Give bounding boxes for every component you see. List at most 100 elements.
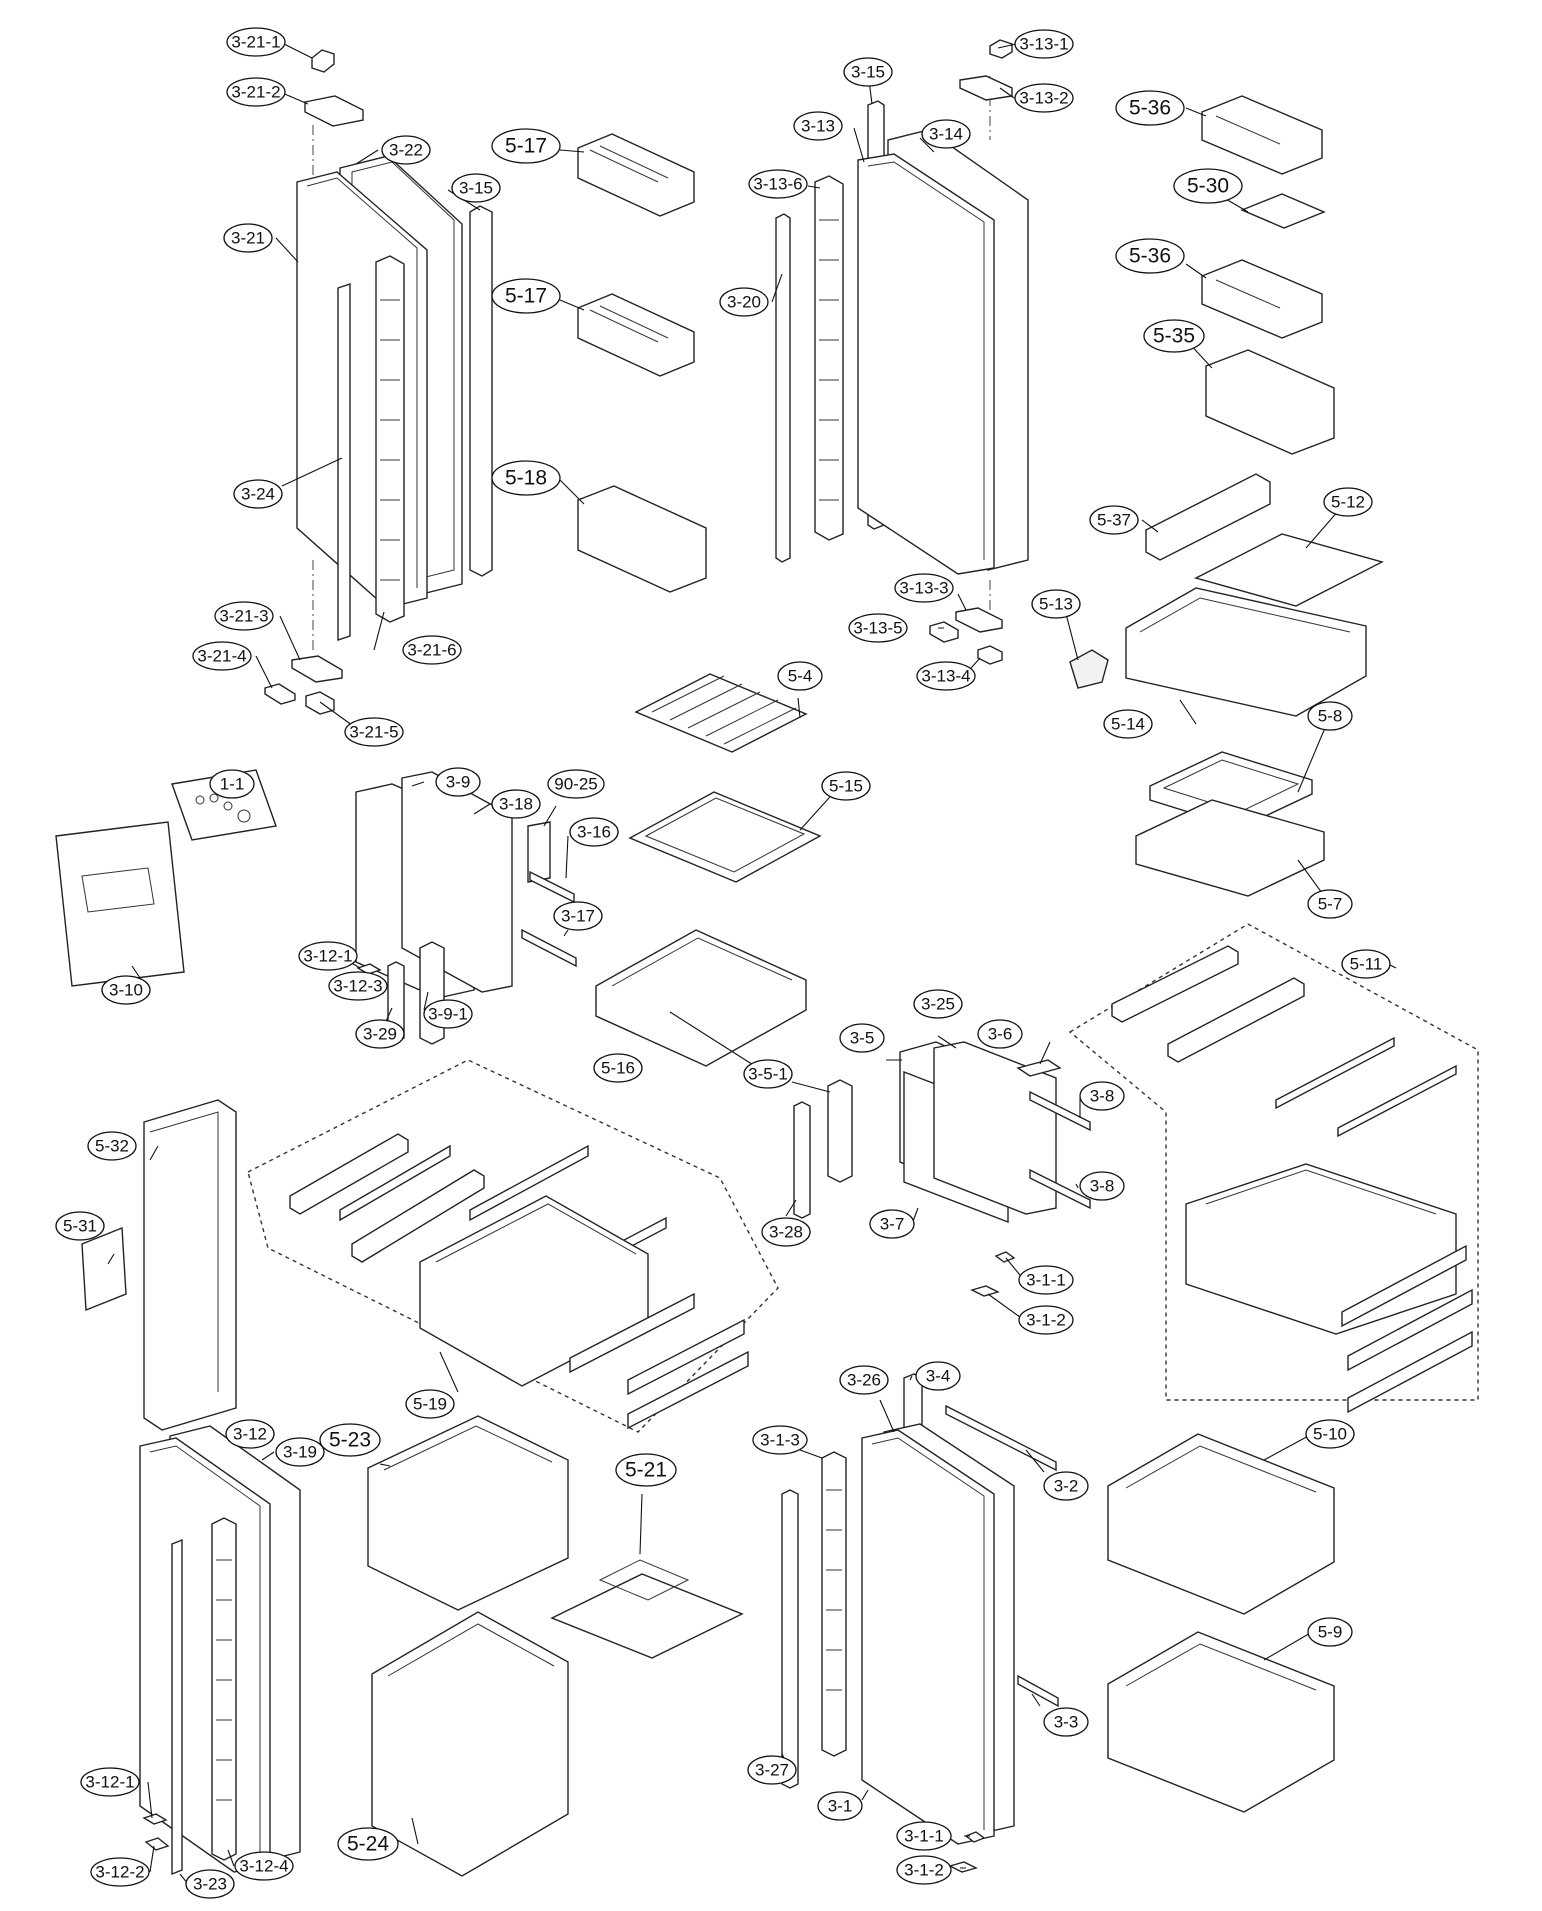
label-3-8-lower: 3-8 (1079, 1171, 1125, 1201)
dispenser-housing (81, 1099, 237, 1431)
svg-text:3-19: 3-19 (283, 1443, 317, 1462)
svg-text:3-3: 3-3 (1054, 1713, 1079, 1732)
label-3-13-6: 3-13-6 (748, 169, 808, 199)
hinge-part-3-13-5 (929, 621, 959, 643)
svg-text:3-9: 3-9 (446, 773, 471, 792)
label-5-4: 5-4 (777, 661, 823, 691)
label-5-35: 5-35 (1143, 319, 1205, 353)
hinge-part-3-13-4 (977, 645, 1003, 665)
shelves (595, 673, 822, 1067)
drawer-basket (419, 1195, 649, 1387)
label-3-15-b: 3-15 (843, 57, 893, 87)
svg-text:5-13: 5-13 (1039, 595, 1073, 614)
label-3-21-2: 3-21-2 (226, 77, 286, 107)
svg-text:5-8: 5-8 (1318, 707, 1343, 726)
label-3-1-3: 3-1-3 (752, 1425, 808, 1455)
gasket-3-25 (933, 1041, 1057, 1215)
door-bin-5-35 (1205, 349, 1335, 455)
label-3-23: 3-23 (185, 1869, 235, 1899)
label-5-36-top: 5-36 (1115, 90, 1185, 126)
slide-rail-d (569, 1292, 695, 1374)
label-3-10: 3-10 (101, 975, 151, 1005)
svg-text:3-25: 3-25 (921, 995, 955, 1014)
cover-5-31 (81, 1226, 127, 1312)
svg-text:3-12-2: 3-12-2 (95, 1863, 144, 1882)
svg-text:3-24: 3-24 (241, 485, 275, 504)
svg-text:3-27: 3-27 (755, 1761, 789, 1780)
svg-text:3-18: 3-18 (499, 795, 533, 814)
label-3-9-1: 3-9-1 (423, 999, 473, 1029)
label-3-1-2-lower: 3-1-2 (896, 1855, 952, 1885)
label-3-13-1: 3-13-1 (1014, 29, 1074, 59)
label-3-13-5: 3-13-5 (848, 613, 908, 643)
dispenser-housing-5-32 (143, 1099, 237, 1431)
svg-text:3-9-1: 3-9-1 (428, 1005, 468, 1024)
svg-text:3-1-2: 3-1-2 (904, 1861, 944, 1880)
cross-bar-a (469, 1144, 589, 1222)
svg-text:5-30: 5-30 (1187, 175, 1229, 198)
svg-text:3-13-3: 3-13-3 (899, 579, 948, 598)
door-bin-5-17-mid (577, 293, 695, 377)
svg-text:5-15: 5-15 (829, 777, 863, 796)
label-5-18: 5-18 (491, 460, 561, 496)
svg-text:90-25: 90-25 (554, 775, 597, 794)
svg-text:5-31: 5-31 (63, 1217, 97, 1236)
label-3-12-4: 3-12-4 (234, 1851, 294, 1881)
lower-right-bins (1107, 1433, 1335, 1813)
svg-text:3-7: 3-7 (880, 1215, 905, 1234)
bracket-3-6 (1016, 1059, 1062, 1077)
hinge-cap-3-13-1 (989, 39, 1013, 59)
label-3-5: 3-5 (839, 1023, 885, 1053)
label-3-7: 3-7 (869, 1209, 915, 1239)
svg-text:5-12: 5-12 (1331, 493, 1365, 512)
cover-5-12 (1194, 533, 1384, 607)
lower-right-door-assembly (781, 1373, 1059, 1873)
svg-text:5-7: 5-7 (1318, 895, 1343, 914)
svg-text:3-23: 3-23 (193, 1875, 227, 1894)
svg-text:5-21: 5-21 (625, 1459, 667, 1482)
rail-3-3 (1017, 1674, 1059, 1708)
hinge-3-1-2-mid (970, 1285, 1000, 1297)
label-3-12-1-lower: 3-12-1 (80, 1767, 140, 1797)
bin-holder-3-5-1 (827, 1079, 853, 1183)
svg-text:3-5: 3-5 (850, 1029, 875, 1048)
svg-text:3-8: 3-8 (1090, 1087, 1115, 1106)
label-3-12: 3-12 (225, 1419, 275, 1449)
door-bin-5-36-top (1201, 95, 1323, 175)
tray-5-7 (1135, 799, 1325, 897)
svg-text:3-16: 3-16 (577, 823, 611, 842)
label-3-12-3: 3-12-3 (328, 971, 388, 1001)
svg-text:3-21-4: 3-21-4 (197, 647, 246, 666)
drawer-gasket-3-18 (401, 771, 513, 993)
label-5-10: 5-10 (1305, 1419, 1355, 1449)
rail-3-8-lower (1029, 1168, 1091, 1210)
svg-text:3-29: 3-29 (363, 1025, 397, 1044)
svg-text:3-13-5: 3-13-5 (853, 619, 902, 638)
hinge-3-12-2 (144, 1837, 170, 1851)
label-5-9: 5-9 (1307, 1617, 1353, 1647)
bin-holder-3-1-3 (821, 1451, 847, 1757)
label-3-9: 3-9 (435, 767, 481, 797)
svg-text:3-17: 3-17 (561, 907, 595, 926)
svg-text:3-12-1: 3-12-1 (303, 947, 352, 966)
door-panel-3-1 (861, 1429, 995, 1845)
svg-text:5-17: 5-17 (505, 135, 547, 158)
label-5-21: 5-21 (615, 1453, 677, 1487)
label-5-32: 5-32 (87, 1131, 137, 1161)
slide-rail-c (351, 1169, 485, 1263)
svg-text:3-13-2: 3-13-2 (1019, 89, 1068, 108)
label-5-36-bottom: 5-36 (1115, 238, 1185, 274)
svg-text:3-13: 3-13 (801, 117, 835, 136)
hinge-3-1-1-mid (994, 1251, 1016, 1263)
svg-text:3-14: 3-14 (929, 125, 963, 144)
door-panel-3-12 (139, 1437, 271, 1873)
svg-text:3-2: 3-2 (1054, 1477, 1079, 1496)
door-bin-5-36-bottom (1201, 259, 1323, 339)
label-3-26: 3-26 (839, 1365, 889, 1395)
svg-text:3-15: 3-15 (459, 179, 493, 198)
svg-text:5-17: 5-17 (505, 285, 547, 308)
label-5-30: 5-30 (1173, 168, 1243, 204)
svg-text:3-5-1: 3-5-1 (748, 1065, 788, 1084)
label-5-16: 5-16 (593, 1053, 643, 1083)
svg-text:3-1: 3-1 (828, 1797, 853, 1816)
